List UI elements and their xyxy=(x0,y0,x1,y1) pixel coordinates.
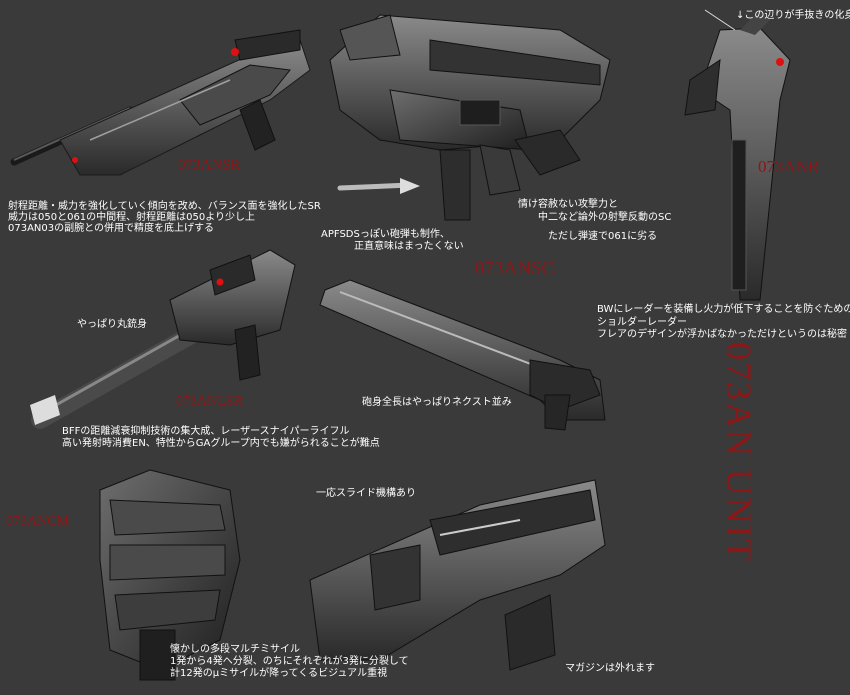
sc-note-2: 中二など論外の射撃反動のSC xyxy=(538,212,672,223)
sc-extra-2: 正直意味はまったくない xyxy=(354,241,464,252)
part-name-r: 073ANR xyxy=(758,157,820,176)
part-name-lsr: 073ANLSR xyxy=(176,394,243,409)
r-note-1: BWにレーダーを装備し火力が低下することを防ぐための xyxy=(597,304,850,315)
missile-render xyxy=(99,469,241,681)
r-note-2: ショルダーレーダー xyxy=(597,317,687,328)
sr-note-3: 073AN03の副腕との併用で精度を底上げする xyxy=(8,223,215,234)
sr-note-1: 射程距離・威力を強化していく傾向を改め、バランス面を強化したSR xyxy=(8,201,321,212)
slide-gun-render xyxy=(309,479,606,671)
lsr-note-1: BFFの距離減衰抑制技術の集大成、レーザースナイパーライフル xyxy=(62,426,350,437)
barrel-note: 砲身全長はやっぱりネクスト並み xyxy=(362,397,512,408)
main-title: 073AN UNIT xyxy=(719,342,759,563)
radar-render xyxy=(684,9,791,301)
sc-note-3: ただし弾速で061に劣る xyxy=(548,231,658,242)
magazine-note: マガジンは外れます xyxy=(565,663,655,674)
r-extra-1: ↓この辺りが手抜きの化身 xyxy=(736,10,850,21)
sc-extra-1: APFSDSっぽい砲弾も制作、 xyxy=(321,229,450,240)
sniper-rifle-render xyxy=(10,29,311,176)
laser-sniper-render xyxy=(30,249,296,429)
shotgun-full-render xyxy=(319,279,606,431)
shotgun-render xyxy=(329,14,611,221)
slide-note: 一応スライド機構あり xyxy=(316,488,416,499)
sr-note-2: 威力は050と061の中間程、射程距離は050より少し上 xyxy=(8,212,256,223)
part-name-cm: 073ANCM xyxy=(6,514,70,529)
r-note-3: フレアのデザインが浮かばなかっただけというのは秘密 xyxy=(597,329,847,340)
lsr-extra-1: やっぱり丸銃身 xyxy=(77,319,147,330)
sc-note-1: 情け容赦ない攻撃力と xyxy=(518,199,618,210)
lsr-note-2: 高い発射時消費EN、特性からGAグループ内でも嫌がられることが難点 xyxy=(62,438,380,449)
cm-note-2: 1発から4発へ分裂、のちにそれぞれが3発に分裂して xyxy=(170,656,409,667)
cm-note-1: 懐かしの多段マルチミサイル xyxy=(170,644,300,655)
part-name-sr: 073ANSR xyxy=(178,157,241,173)
cm-note-3: 計12発のμミサイルが降ってくるビジュアル重視 xyxy=(170,668,388,679)
part-name-sc: 073ANSC xyxy=(475,258,555,279)
